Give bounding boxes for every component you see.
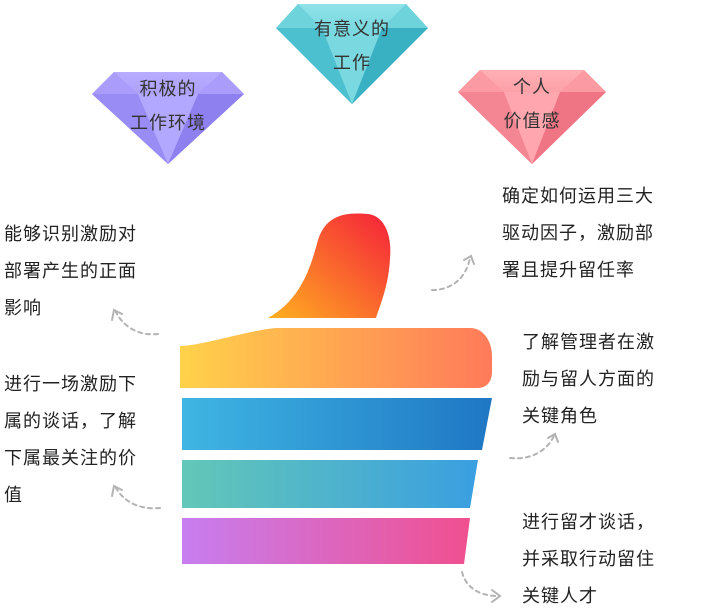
note-line: 并采取行动留住	[522, 549, 655, 570]
arrow-right-middle	[509, 435, 555, 460]
note-line: 了解管理者在激	[522, 332, 655, 353]
gem-personal-value: 个人 价值感	[458, 70, 606, 164]
hand-band-4	[182, 518, 470, 564]
note-line: 影响	[4, 298, 42, 319]
note-line: 值	[4, 485, 23, 506]
hand-band-2	[182, 398, 492, 450]
gem-positive-environment: 积极的 工作环境	[92, 72, 244, 164]
arrow-left-bottom	[115, 487, 161, 510]
note-line: 下属最关注的价	[4, 448, 137, 469]
gem-label-line2: 工作环境	[130, 113, 206, 134]
note-line: 确定如何运用三大	[502, 186, 654, 207]
arrow-left-top	[115, 311, 159, 336]
hand-band-3	[182, 460, 478, 508]
gem-shape	[92, 72, 244, 164]
note-right-middle: 了解管理者在激 励与留人方面的 关键角色	[522, 324, 655, 435]
note-line: 关键角色	[522, 406, 598, 427]
thumb-top	[268, 213, 391, 318]
note-right-bottom: 进行留才谈话， 并采取行动留住 关键人才	[522, 504, 655, 615]
gem-shape	[276, 4, 428, 104]
note-line: 属的谈话，了解	[4, 411, 137, 432]
arrow-right-bottom	[461, 571, 499, 597]
arrowhead	[491, 589, 502, 603]
arrowhead	[463, 254, 475, 265]
note-line: 署且提升留任率	[502, 260, 635, 281]
note-line: 进行留才谈话，	[522, 512, 655, 533]
gem-shape	[458, 70, 606, 164]
arrowhead	[547, 432, 559, 443]
gem-label-line1: 积极的	[139, 79, 197, 100]
note-line: 驱动因子，激励部	[502, 223, 654, 244]
note-line: 进行一场激励下	[4, 374, 137, 395]
note-line: 励与留人方面的	[522, 369, 655, 390]
arrow-right-top	[431, 257, 471, 291]
note-right-top: 确定如何运用三大 驱动因子，激励部 署且提升留任率	[502, 178, 654, 289]
gem-label-line2: 工作	[333, 53, 371, 74]
note-line: 部署产生的正面	[4, 261, 137, 282]
gem-label-line1: 有意义的	[314, 19, 390, 40]
note-left-bottom: 进行一场激励下 属的谈话，了解 下属最关注的价 值	[4, 366, 137, 514]
arrowhead	[111, 484, 123, 497]
arrowhead	[111, 308, 123, 321]
gem-meaningful-work: 有意义的 工作	[276, 4, 428, 104]
gem-label-line2: 价值感	[503, 111, 561, 132]
note-line: 关键人才	[522, 586, 598, 607]
note-left-top: 能够识别激励对 部署产生的正面 影响	[4, 216, 137, 327]
gem-label-line1: 个人	[513, 77, 551, 98]
note-line: 能够识别激励对	[4, 224, 137, 245]
hand-band-1	[180, 328, 492, 388]
